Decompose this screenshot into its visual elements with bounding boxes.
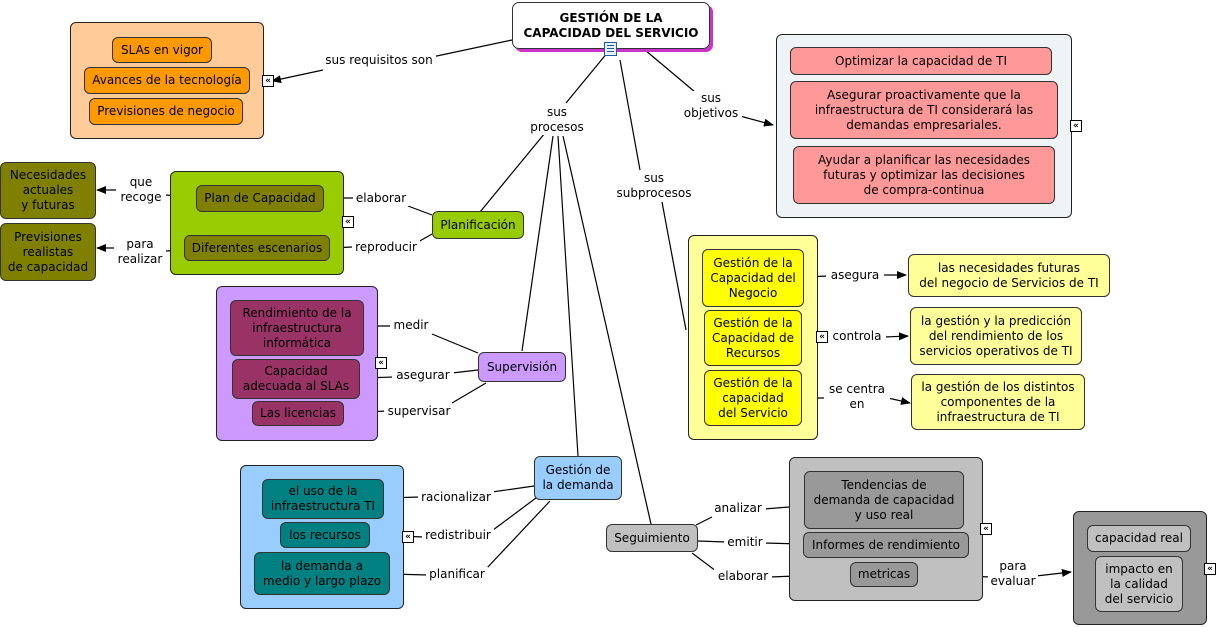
subtarget-node[interactable]: la gestión y la predicción del rendimien… xyxy=(910,307,1082,365)
link-label: controla xyxy=(828,329,886,344)
requisito-node[interactable]: Previsiones de negocio xyxy=(89,98,243,125)
expand-icon[interactable]: « xyxy=(1204,563,1216,575)
plan-item-node[interactable]: Plan de Capacidad xyxy=(196,185,324,212)
expand-icon[interactable]: « xyxy=(262,75,274,87)
objetivo-node[interactable]: Ayudar a planificar las necesidades futu… xyxy=(793,146,1055,204)
subproceso-node[interactable]: Gestión de la Capacidad de Recursos xyxy=(704,310,802,366)
expand-icon[interactable]: « xyxy=(342,216,354,228)
objetivo-node[interactable]: Asegurar proactivamente que la infraestr… xyxy=(790,81,1058,139)
link-label: supervisar xyxy=(384,404,454,419)
sup-item-node[interactable]: Capacidad adecuada al SLAs xyxy=(232,359,360,399)
seg-item-node[interactable]: metricas xyxy=(850,562,918,587)
link-label: elaborar xyxy=(714,569,772,584)
dem-item-node[interactable]: los recursos xyxy=(280,522,370,548)
dem-item-node[interactable]: el uso de la infraestructura TI xyxy=(262,479,384,519)
subproceso-node[interactable]: Gestión de la capacidad del Servicio xyxy=(704,370,802,426)
link-label: asegura xyxy=(826,268,884,283)
sup-item-node[interactable]: Las licencias xyxy=(252,401,344,426)
link-label: se centra en xyxy=(824,382,890,412)
document-icon[interactable] xyxy=(604,42,617,56)
seg-item-node[interactable]: Informes de rendimiento xyxy=(803,532,969,558)
expand-icon[interactable]: « xyxy=(816,331,828,343)
subproceso-node[interactable]: Gestión de la Capacidad del Negocio xyxy=(702,249,804,307)
expand-icon[interactable]: « xyxy=(1070,120,1082,132)
link-label: sus objetivos xyxy=(680,91,742,121)
link-label: redistribuir xyxy=(422,528,494,543)
link-label: emitir xyxy=(724,535,766,550)
supervision-node[interactable]: Supervisión xyxy=(478,352,566,382)
planout-node[interactable]: Necesidades actuales y futuras xyxy=(0,162,96,219)
sup-item-node[interactable]: Rendimiento de la infraestructura inform… xyxy=(230,300,364,356)
evaluar-node[interactable]: capacidad real xyxy=(1087,525,1191,552)
expand-icon[interactable]: « xyxy=(375,357,387,369)
link-label: racionalizar xyxy=(418,490,494,505)
expand-icon[interactable]: « xyxy=(402,531,414,543)
subtarget-node[interactable]: la gestión de los distintos componentes … xyxy=(911,374,1085,430)
link-label: que recoge xyxy=(116,175,166,205)
link-label: para realizar xyxy=(114,237,166,267)
link-label: sus procesos xyxy=(526,105,588,135)
link-label: reproducir xyxy=(352,240,420,255)
subtarget-node[interactable]: las necesidades futuras del negocio de S… xyxy=(908,254,1110,297)
link-label: sus requisitos son xyxy=(322,53,436,68)
expand-icon[interactable]: « xyxy=(980,523,992,535)
link-label: analizar xyxy=(710,501,766,516)
demanda-node[interactable]: Gestión de la demanda xyxy=(534,456,622,500)
planout-node[interactable]: Previsiones realistas de capacidad xyxy=(0,223,96,281)
link-label: sus subprocesos xyxy=(612,171,696,201)
link-label: medir xyxy=(390,318,432,333)
evaluar-node[interactable]: impacto en la calidad del servicio xyxy=(1095,556,1183,612)
link-label: planificar xyxy=(426,567,488,582)
plan-item-node[interactable]: Diferentes escenarios xyxy=(184,235,330,261)
link-label: para evaluar xyxy=(988,559,1038,589)
requisito-node[interactable]: SLAs en vigor xyxy=(112,37,212,63)
dem-item-node[interactable]: la demanda a medio y largo plazo xyxy=(254,552,390,595)
seg-item-node[interactable]: Tendencias de demanda de capacidad y uso… xyxy=(804,471,964,529)
link-label: asegurar xyxy=(392,368,454,383)
objetivo-node[interactable]: Optimizar la capacidad de TI xyxy=(790,47,1052,75)
seguimiento-node[interactable]: Seguimiento xyxy=(606,524,698,552)
requisito-node[interactable]: Avances de la tecnología xyxy=(84,67,250,94)
planificacion-node[interactable]: Planificación xyxy=(432,211,524,239)
link-label: elaborar xyxy=(353,191,409,206)
